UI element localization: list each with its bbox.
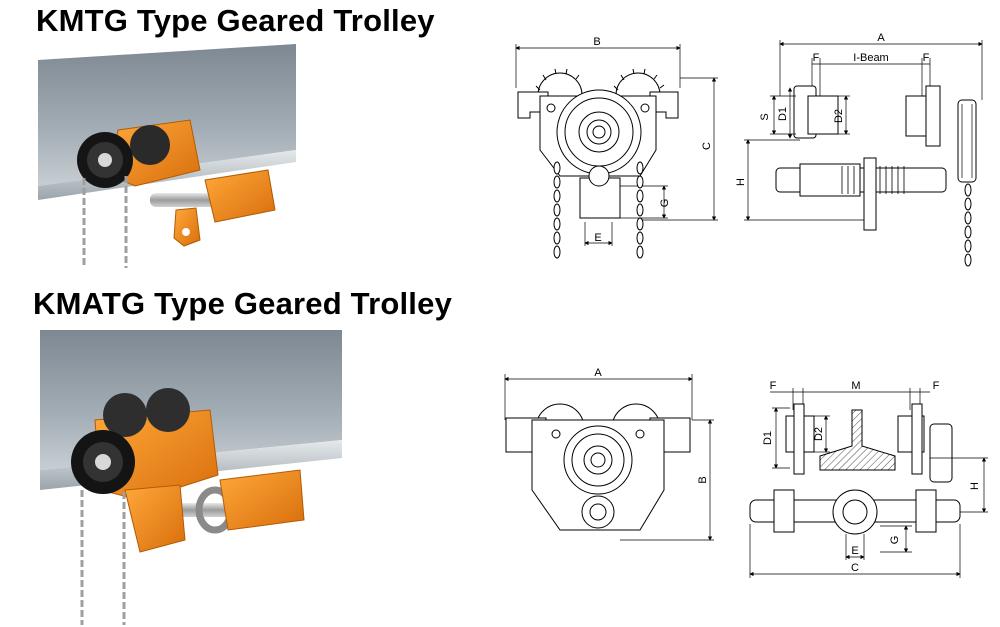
- dim-label-d2-2: D2: [813, 427, 825, 441]
- dim-label-f-right: F: [923, 52, 930, 64]
- dim-label-e2: E: [851, 545, 858, 557]
- kmtg-side-view: A F I-Beam F S D1 D2: [735, 32, 983, 267]
- dim-label-a2: A: [594, 367, 602, 379]
- dim-label-g: G: [659, 199, 671, 208]
- dim-label-c: C: [701, 142, 713, 150]
- photo-kmtg-trolley: [38, 44, 296, 270]
- dim-label-h: H: [735, 178, 747, 186]
- kmtg-front-view: B C G: [515, 36, 718, 259]
- dim-label-h2: H: [969, 482, 981, 490]
- dim-label-d1-2: D1: [762, 431, 774, 445]
- dim-label-a: A: [877, 32, 885, 44]
- dim-label-m: M: [851, 380, 860, 392]
- dim-label-d1: D1: [777, 107, 789, 121]
- dim-label-i-beam: I-Beam: [853, 52, 888, 64]
- kmatg-front-view: A B: [504, 367, 714, 541]
- kmatg-title: KMATG Type Geared Trolley: [33, 286, 453, 321]
- kmatg-side-view: F M F D1 D2 H G: [749, 380, 988, 578]
- dim-label-e: E: [594, 232, 601, 244]
- dim-label-g2: G: [889, 536, 901, 545]
- dim-label-c2: C: [851, 562, 859, 574]
- dim-label-b2: B: [697, 476, 709, 483]
- dim-label-f-left: F: [813, 52, 820, 64]
- dim-label-s: S: [759, 113, 771, 120]
- photo-kmatg-trolley: [38, 330, 342, 626]
- kmtg-title: KMTG Type Geared Trolley: [36, 3, 435, 38]
- dim-label-f-left2: F: [770, 380, 777, 392]
- dim-label-b: B: [593, 36, 600, 48]
- dim-label-d2: D2: [833, 109, 845, 123]
- dim-label-f-right2: F: [933, 380, 940, 392]
